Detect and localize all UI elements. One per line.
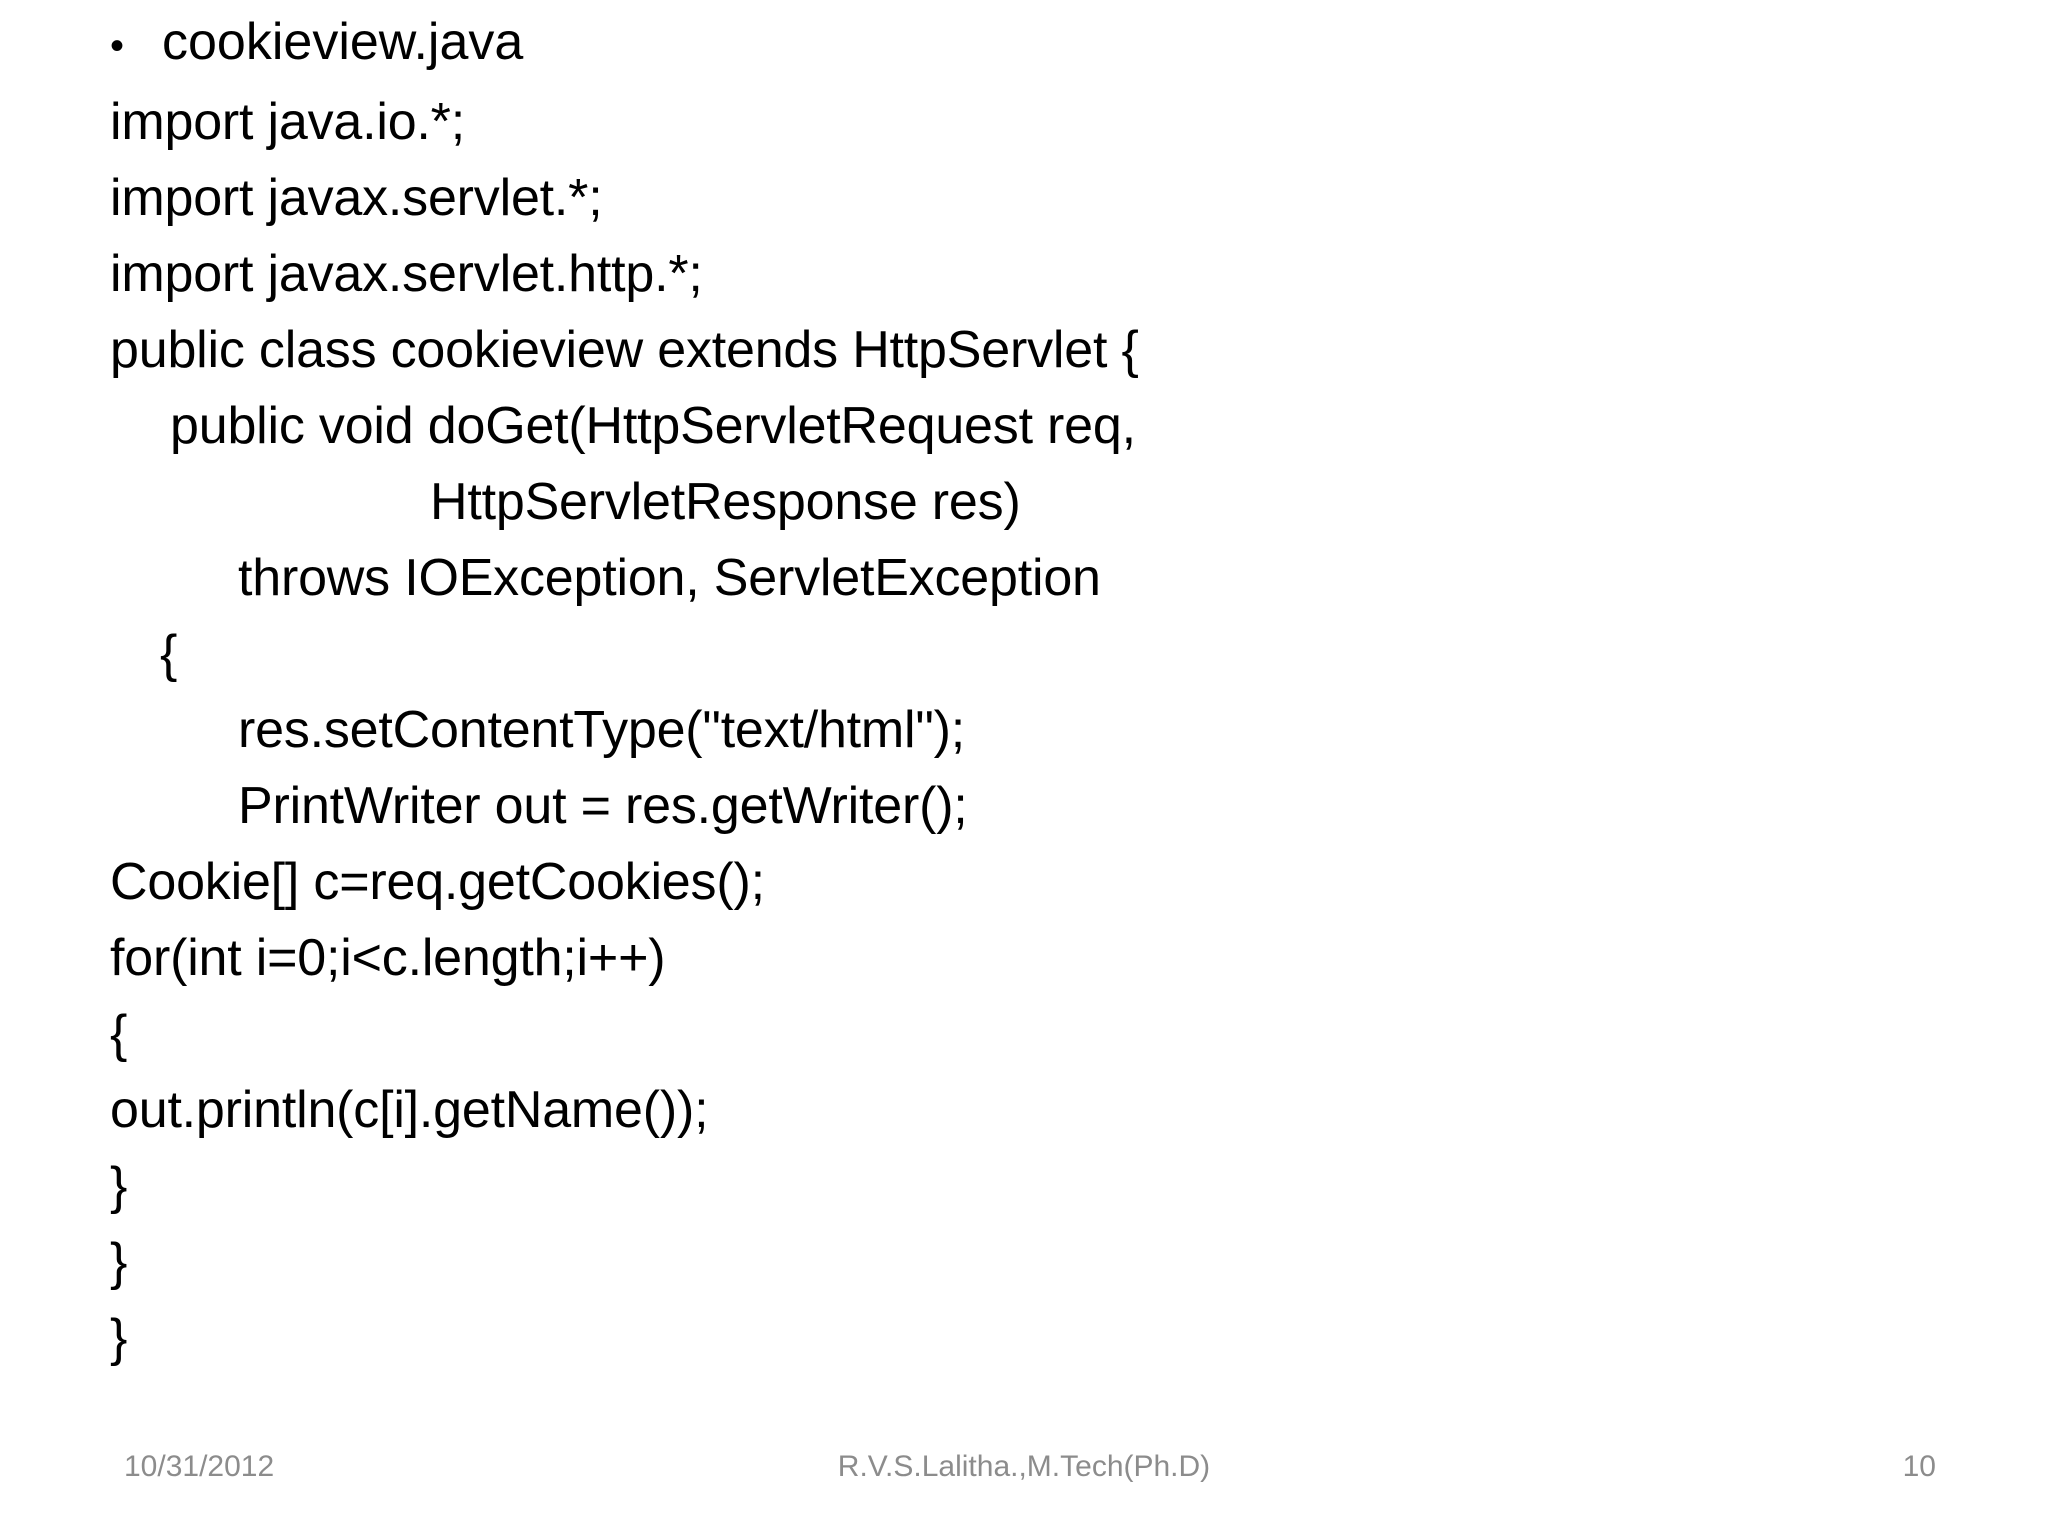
footer-author: R.V.S.Lalitha.,M.Tech(Ph.D): [837, 1450, 1211, 1483]
code-line: {: [160, 625, 178, 683]
footer-page-number: 10: [1902, 1450, 1936, 1483]
code-line: res.setContentType("text/html");: [238, 701, 966, 759]
footer-date: 10/31/2012: [124, 1450, 275, 1483]
code-content-block: • cookieview.java import java.io.*; impo…: [110, 4, 1970, 1376]
slide-title-text: cookieview.java: [162, 13, 524, 71]
code-line: }: [110, 1157, 128, 1215]
bulleted-title-line: • cookieview.java: [110, 4, 1970, 84]
code-line: }: [110, 1309, 128, 1367]
code-line: public class cookieview extends HttpServ…: [110, 321, 1139, 379]
code-line: {: [110, 1005, 128, 1063]
code-line: import javax.servlet.http.*;: [110, 245, 703, 303]
bullet-point-icon: •: [110, 24, 125, 68]
slide-footer: 10/31/2012 R.V.S.Lalitha.,M.Tech(Ph.D) 1…: [0, 1416, 2048, 1536]
code-line: import java.io.*;: [110, 93, 465, 151]
code-line: Cookie[] c=req.getCookies();: [110, 853, 765, 911]
code-line: public void doGet(HttpServletRequest req…: [170, 397, 1136, 455]
code-line: HttpServletResponse res): [430, 473, 1021, 531]
code-line: throws IOException, ServletException: [238, 549, 1101, 607]
code-line: import javax.servlet.*;: [110, 169, 603, 227]
code-line: }: [110, 1233, 128, 1291]
code-line: PrintWriter out = res.getWriter();: [238, 777, 968, 835]
code-line: out.println(c[i].getName());: [110, 1081, 709, 1139]
code-line: for(int i=0;i<c.length;i++): [110, 929, 666, 987]
